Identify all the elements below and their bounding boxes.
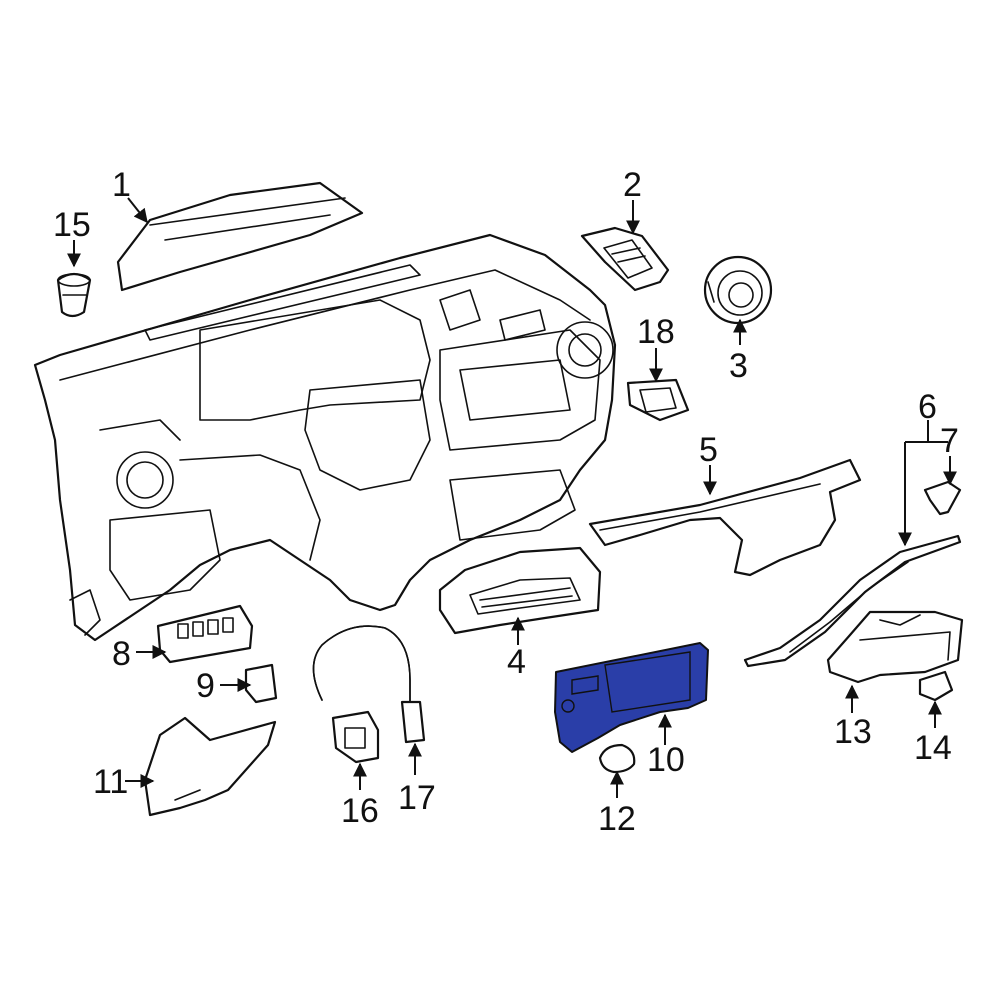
- instrument-panel: [33, 233, 617, 642]
- callout-13: 13: [834, 713, 872, 751]
- highlighted-part: [554, 642, 709, 753]
- callout-6: 6: [918, 388, 937, 426]
- part-14-bumper: [918, 670, 954, 702]
- part-11-knee-panel: [143, 716, 277, 817]
- part-13-glove-box: [826, 610, 964, 684]
- callout-8: 8: [112, 635, 131, 673]
- part-16-connector: [331, 710, 380, 764]
- callout-4: 4: [507, 643, 526, 681]
- part-2-side-vent: [580, 226, 670, 292]
- callout-12: 12: [598, 800, 636, 838]
- callout-15: 15: [53, 206, 91, 244]
- part-17-cable: [312, 625, 426, 744]
- callout-10: 10: [647, 741, 685, 779]
- callout-2: 2: [623, 166, 642, 204]
- part-9-connector: [244, 663, 278, 704]
- part-12-knob: [598, 743, 636, 774]
- callout-11: 11: [93, 763, 128, 801]
- part-1-hood: [116, 181, 364, 292]
- callout-3: 3: [729, 347, 748, 385]
- callout-17: 17: [398, 779, 436, 817]
- part-8-switch-panel: [156, 604, 254, 664]
- part-5-trim-panel: [588, 458, 862, 577]
- part-18-switch: [626, 378, 690, 422]
- part-7-clip: [923, 480, 962, 516]
- callout-18: 18: [637, 313, 675, 351]
- callout-7: 7: [940, 422, 959, 460]
- callout-labels: 1 2 3 4 5 6 7 8 9 10 11 12 13 14 15 16 1…: [53, 166, 959, 838]
- leader-lines: [67, 197, 957, 798]
- part-3-round-vent: [703, 255, 773, 325]
- part-10-center-panel: [554, 642, 709, 753]
- callout-9: 9: [196, 667, 215, 705]
- part-4-center-vent: [438, 546, 602, 635]
- part-15-knob: [56, 272, 92, 318]
- part-6-trim-strip: [743, 534, 962, 668]
- callout-5: 5: [699, 431, 718, 469]
- callout-14: 14: [914, 729, 952, 767]
- callout-16: 16: [341, 792, 379, 830]
- callout-1: 1: [112, 166, 131, 204]
